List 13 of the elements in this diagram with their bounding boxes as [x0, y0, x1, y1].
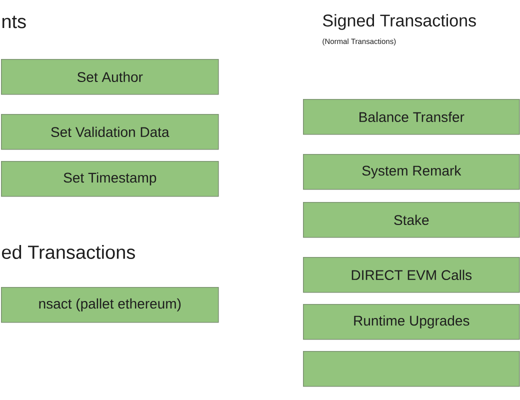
section-heading: Signed Transactions [322, 14, 476, 30]
transaction-box: System Remark [303, 154, 520, 190]
transaction-box: Set Author [1, 59, 219, 95]
transaction-box: Set Validation Data [1, 114, 219, 150]
section-heading: ed Transactions [2, 245, 135, 259]
transaction-box: Balance Transfer [303, 99, 520, 135]
transaction-box: Stake [303, 202, 520, 238]
transaction-box: nsact (pallet ethereum) [1, 287, 219, 323]
transaction-box: DIRECT EVM Calls [303, 257, 520, 293]
empty-box [303, 351, 520, 387]
section-heading: nts [2, 16, 26, 28]
transaction-box: Runtime Upgrades [303, 304, 520, 340]
transaction-box: Set Timestamp [1, 161, 219, 197]
